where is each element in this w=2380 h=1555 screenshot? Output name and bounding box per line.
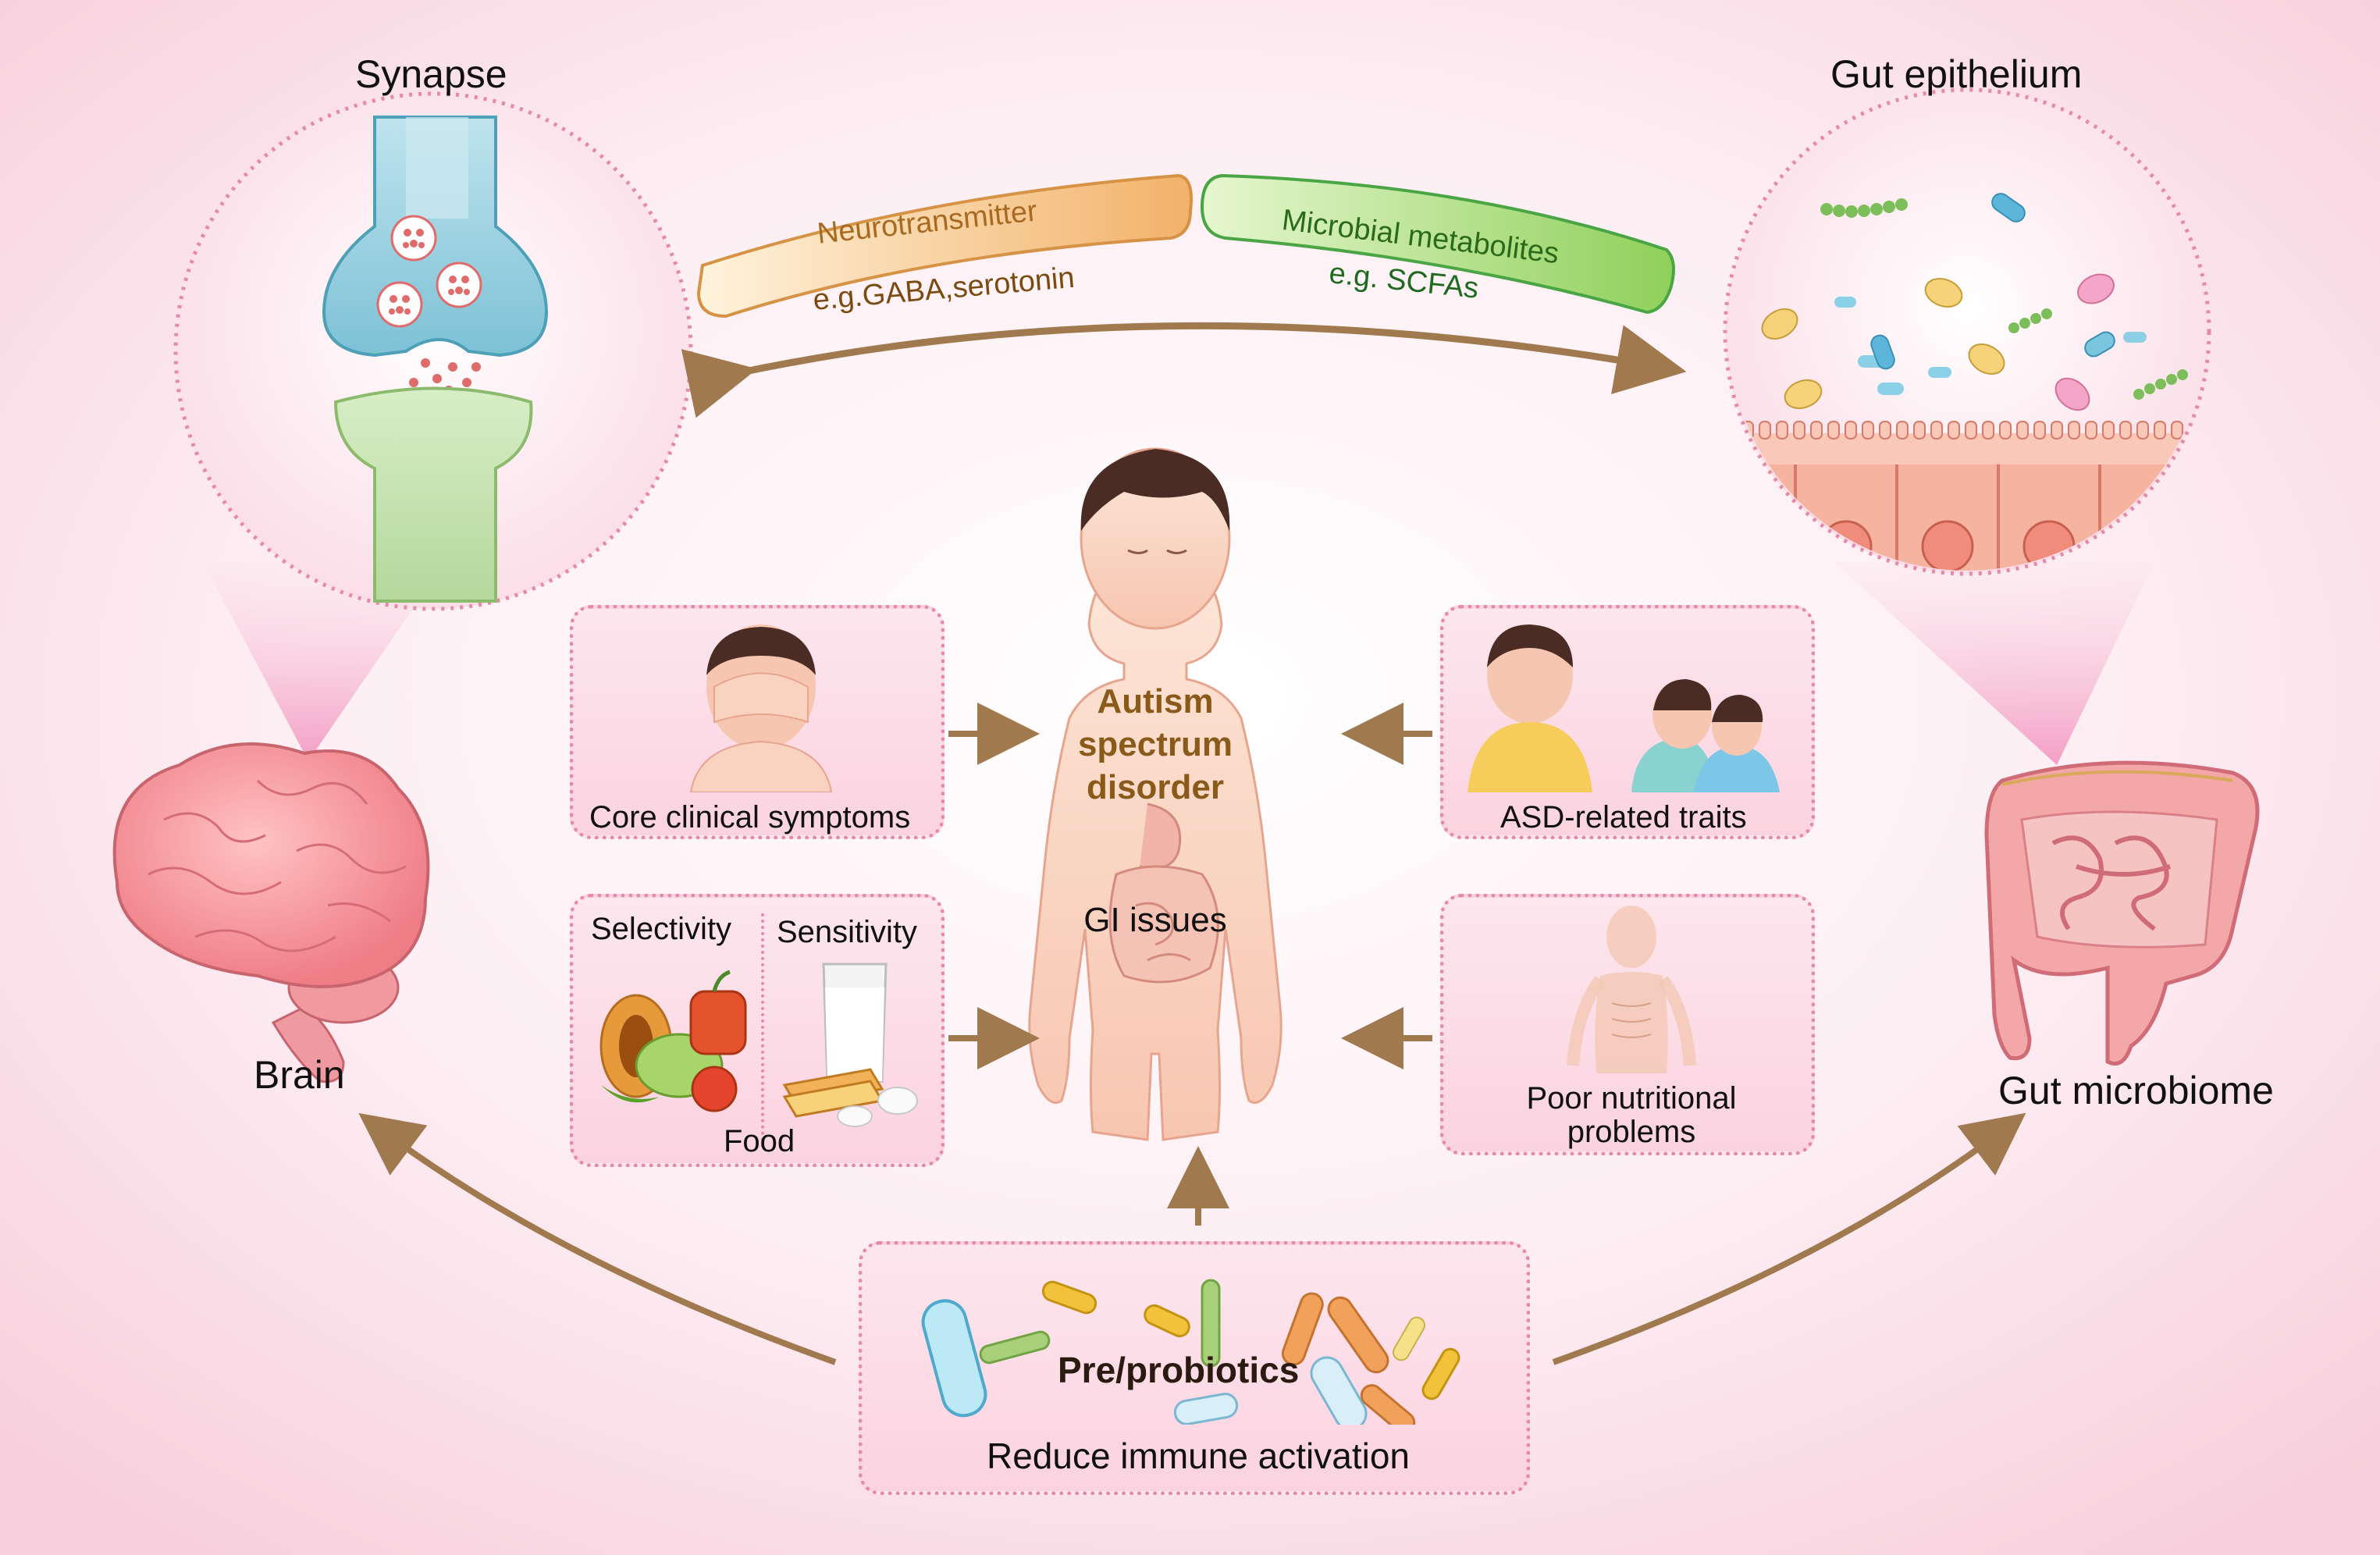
- epithelium-zoom-cone: [1834, 562, 2154, 765]
- thin-body-icon: [1567, 906, 1696, 1073]
- probiotic-bacteria-icon: [921, 1279, 1460, 1425]
- selectivity-label: Selectivity: [591, 912, 732, 946]
- pre-probiotics-label: Pre/probiotics: [1058, 1350, 1300, 1390]
- neurotransmitter-band: [696, 173, 1193, 318]
- gut-epithelium-illustration: [1723, 87, 2211, 576]
- autism-label-line1: Autism: [1097, 682, 1214, 721]
- food-icon: [599, 970, 747, 1112]
- core-clinical-symptoms-box: Core clinical symptoms: [570, 605, 945, 839]
- autism-label-line3: disorder: [1086, 768, 1225, 806]
- autism-label-line2: spectrum: [1077, 725, 1233, 763]
- sad-children-icon: [1467, 624, 1780, 792]
- synapse-illustration: [173, 91, 693, 611]
- food-label: Food: [724, 1124, 795, 1158]
- covering-face-child-icon: [689, 624, 833, 792]
- asd-related-traits-box: ASD-related traits: [1440, 605, 1815, 839]
- synapse-zoom-cone: [203, 562, 445, 761]
- gut-microbiome-illustration: [1984, 760, 2260, 1066]
- asd-related-traits-label: ASD-related traits: [1500, 800, 1747, 834]
- gut-epithelium-label: Gut epithelium: [1830, 52, 2083, 96]
- child-figure: [1028, 447, 1282, 1141]
- synapse-label: Synapse: [355, 52, 507, 96]
- core-clinical-symptoms-label: Core clinical symptoms: [589, 800, 911, 834]
- gi-issues-label: GI issues: [1083, 901, 1227, 939]
- sensitivity-label: Sensitivity: [777, 915, 918, 949]
- flow-arrows: [358, 703, 2026, 1365]
- brain-label: Brain: [254, 1053, 345, 1097]
- top-exchange-arrow: [681, 322, 1687, 418]
- reduce-immune-activation-label: Reduce immune activation: [986, 1436, 1411, 1476]
- poor-nutrition-label-line2: problems: [1567, 1115, 1696, 1149]
- gut-microbiome-label: Gut microbiome: [1998, 1069, 2274, 1112]
- food-box: Selectivity Sensitivity Food: [570, 894, 945, 1167]
- milk-bread-icon: [782, 963, 918, 1127]
- bacteria-group: [1761, 193, 2188, 411]
- microbial-metabolites-band: [1200, 173, 1675, 315]
- brain-illustration: [112, 742, 430, 1084]
- poor-nutrition-box: Poor nutritional problems: [1440, 894, 1815, 1155]
- poor-nutrition-label-line1: Poor nutritional: [1526, 1081, 1737, 1116]
- pre-probiotics-box: Pre/probiotics Reduce immune activation: [859, 1241, 1530, 1495]
